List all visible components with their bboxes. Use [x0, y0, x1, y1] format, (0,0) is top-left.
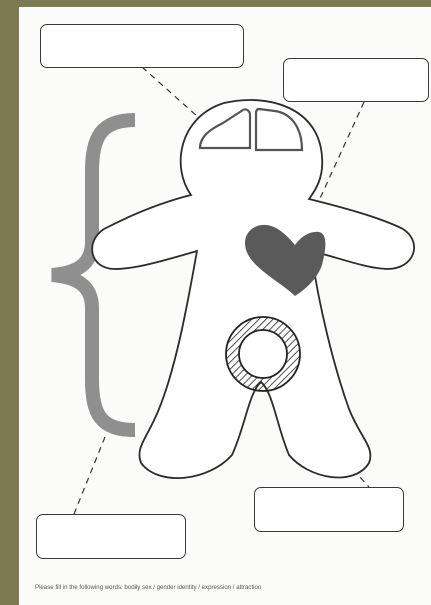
label-box-top-left	[40, 24, 244, 68]
connector-line-top-left	[142, 67, 207, 125]
connector-line-bottom-left	[74, 437, 105, 514]
worksheet-page: Please fill in the following words: bodi…	[19, 7, 431, 605]
curly-brace-icon	[52, 120, 135, 430]
label-box-bottom-right	[254, 487, 404, 532]
body-outline-icon	[92, 100, 414, 478]
label-box-bottom-left	[36, 514, 186, 559]
pelvis-circle-icon	[226, 317, 300, 391]
instruction-text: Please fill in the following words: bodi…	[35, 584, 425, 591]
label-box-top-right	[283, 58, 429, 102]
